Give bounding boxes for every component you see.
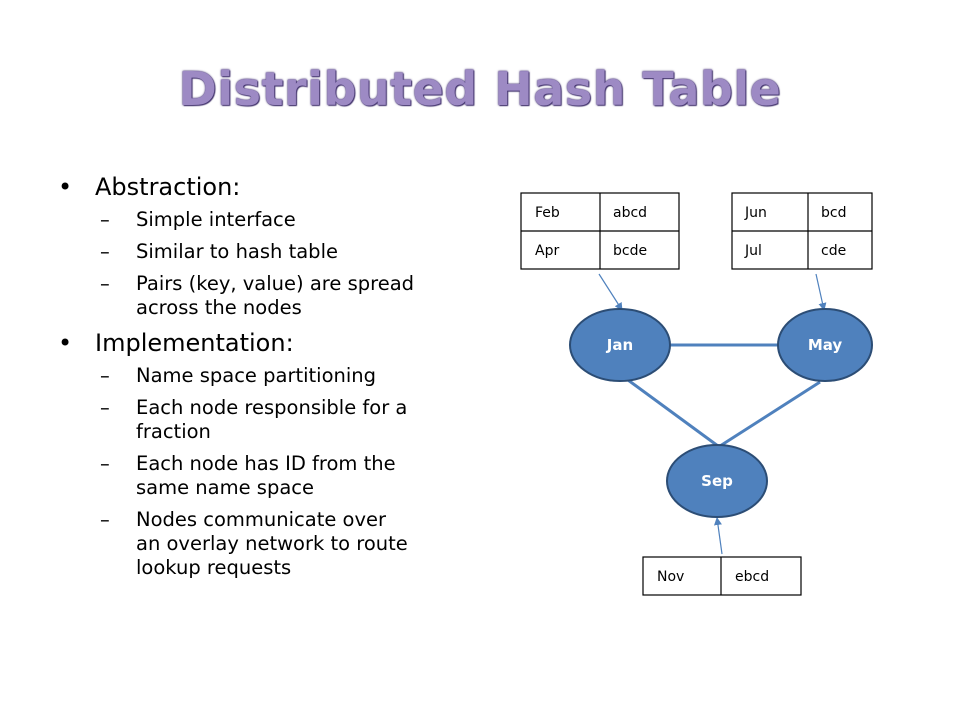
table-cell-value: abcd [613,205,647,221]
sub-bullet: – Name space partitioning [58,364,488,388]
sub-bullet: – Each node responsible for a fraction [58,396,488,444]
arrow-table-to-may [815,273,827,311]
sub-bullet-text-line: an overlay network to route [136,532,408,555]
table-cell-key: Nov [657,569,684,585]
bullet-heading: Abstraction: [95,173,241,201]
sub-bullet-text: Name space partitioning [136,364,377,387]
bullet-dot-icon: • [58,173,73,201]
sub-bullet: – Pairs (key, value) are spread across t… [58,272,488,320]
sub-bullet-text-line: Each node has ID from the [136,452,396,475]
table-sep: Nov ebcd [642,556,802,596]
sub-bullet-text-line: across the nodes [136,296,302,319]
table-jan: Feb abcd Apr bcde [520,192,680,270]
table-cell-key: Feb [535,205,560,221]
table-cell-value: ebcd [735,569,769,585]
table-cell-key: Jul [744,243,762,259]
table-cell-value: cde [821,243,846,259]
node-may: May [777,308,873,382]
node-jan: Jan [569,308,671,382]
sub-bullet-text: Similar to hash table [136,240,338,263]
dash-icon: – [100,272,110,295]
bullet-implementation: • Implementation: [58,328,488,358]
table-cell-value: bcd [821,205,846,221]
table-cell-key: Jun [744,205,767,221]
sub-bullet: – Similar to hash table [58,240,488,264]
arrow-table-to-sep [714,517,723,555]
dash-icon: – [100,240,110,263]
sub-bullet-text-line: Pairs (key, value) are spread [136,272,415,295]
sub-bullet: – Nodes communicate over an overlay netw… [58,508,488,580]
node-label: Jan [606,336,633,354]
sub-bullet-text-line: Each node responsible for a [136,396,408,419]
dash-icon: – [100,452,110,475]
sub-bullet-text-line: lookup requests [136,556,292,579]
dash-icon: – [100,364,110,387]
node-label: Sep [701,472,733,490]
sub-bullet-text-line: Nodes communicate over [136,508,387,531]
sub-bullet-text-line: same name space [136,476,315,499]
table-cell-value: bcde [613,243,647,259]
node-sep: Sep [666,444,768,518]
dash-icon: – [100,508,110,531]
dash-icon: – [100,396,110,419]
edge-jan-sep [627,378,719,448]
edge-may-sep [719,380,821,448]
bullet-heading: Implementation: [95,329,294,357]
table-may: Jun bcd Jul cde [731,192,873,270]
bullet-abstraction: • Abstraction: [58,172,488,202]
bullet-dot-icon: • [58,329,73,357]
slide-title: Distributed Hash Table [178,62,782,116]
sub-bullet: – Each node has ID from the same name sp… [58,452,488,500]
table-cell-key: Apr [535,243,559,259]
sub-bullet-text-line: fraction [136,420,211,443]
sub-bullet-text: Simple interface [136,208,296,231]
node-label: May [808,336,843,354]
sub-bullet: – Simple interface [58,208,488,232]
bullet-list: • Abstraction: – Simple interface – Simi… [58,170,488,588]
arrow-table-to-jan [598,273,623,311]
dash-icon: – [100,208,110,231]
